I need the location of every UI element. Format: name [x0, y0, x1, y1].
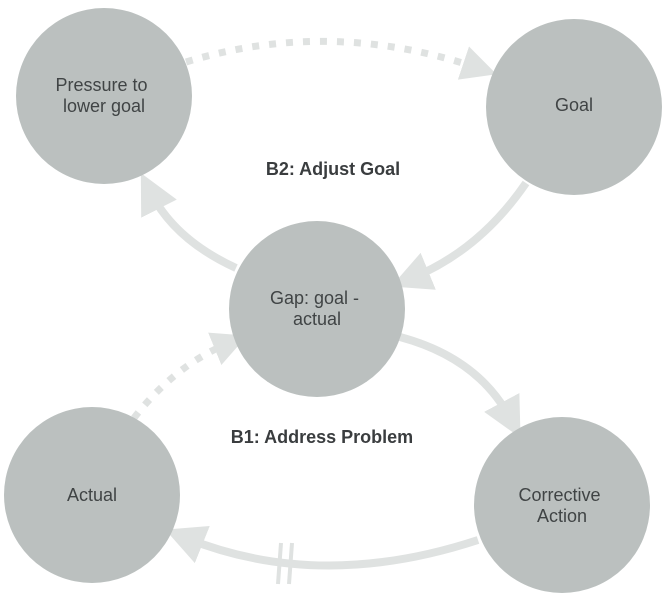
svg-text:Goal: Goal: [555, 95, 593, 115]
pressure-to-goal-dotted-arrow: [184, 37, 497, 80]
svg-text:Corrective Action: Corrective Action: [518, 485, 605, 526]
node-actual: Actual: [4, 407, 180, 583]
loop-label-b1: B1: Address Problem: [231, 427, 413, 447]
gap-to-corrective-action-arrow: [398, 333, 521, 438]
node-label-line: Corrective: [518, 485, 600, 505]
svg-text:Actual: Actual: [67, 485, 117, 505]
loop-label-b2: B2: Adjust Goal: [266, 159, 400, 179]
node-label-line: lower goal: [63, 96, 145, 116]
gap-to-pressure-arrow: [140, 173, 238, 272]
node-label-line: Action: [537, 506, 587, 526]
node-gap: Gap: goal - actual: [229, 221, 405, 397]
node-corrective-action: Corrective Action: [474, 417, 650, 593]
node-label-line: Goal: [555, 95, 593, 115]
node-goal: Goal: [486, 19, 662, 195]
node-label-line: Pressure to: [55, 75, 147, 95]
node-label-line: Gap: goal -: [270, 288, 359, 308]
node-pressure-to-lower-goal: Pressure to lower goal: [16, 8, 192, 184]
delay-mark: [276, 542, 294, 585]
node-label-line: Actual: [67, 485, 117, 505]
svg-text:Gap: goal - actual: Gap: goal - actual: [270, 288, 364, 329]
actual-to-gap-dotted-arrow: [131, 332, 248, 421]
goal-to-gap-arrow: [391, 180, 530, 290]
svg-text:Pressure to lower goal: Pressure to lower goal: [55, 75, 152, 116]
node-label-line: actual: [293, 309, 341, 329]
corrective-action-to-actual-arrow: [165, 526, 480, 570]
